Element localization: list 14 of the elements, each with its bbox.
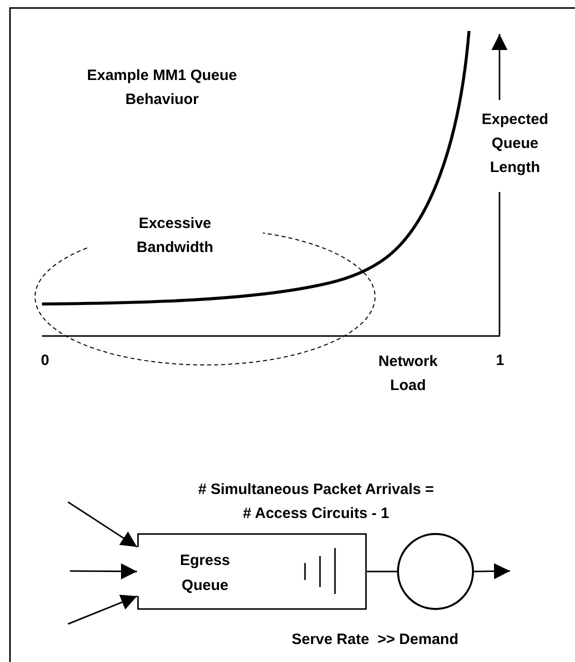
arrow — [68, 594, 138, 625]
queue-box — [137, 533, 367, 610]
tick-label: 0 — [40, 351, 50, 371]
region-label: Excessive Bandwidth — [136, 214, 214, 258]
arrow — [70, 563, 137, 580]
axis-label: Expected Queue Length — [480, 110, 550, 178]
arrow — [474, 563, 510, 580]
chart-title: Example MM1 Queue Behaviuor — [86, 66, 238, 110]
queue-label: Egress Queue — [178, 551, 232, 596]
arrow — [68, 501, 138, 548]
annotation-text: Serve Rate >> Demand — [290, 630, 460, 650]
annotation-text: # Simultaneous Packet Arrivals = # Access Circuits - 1 — [198, 480, 434, 524]
axis-label: Network Load — [377, 352, 439, 396]
tick-label: 1 — [494, 351, 506, 371]
